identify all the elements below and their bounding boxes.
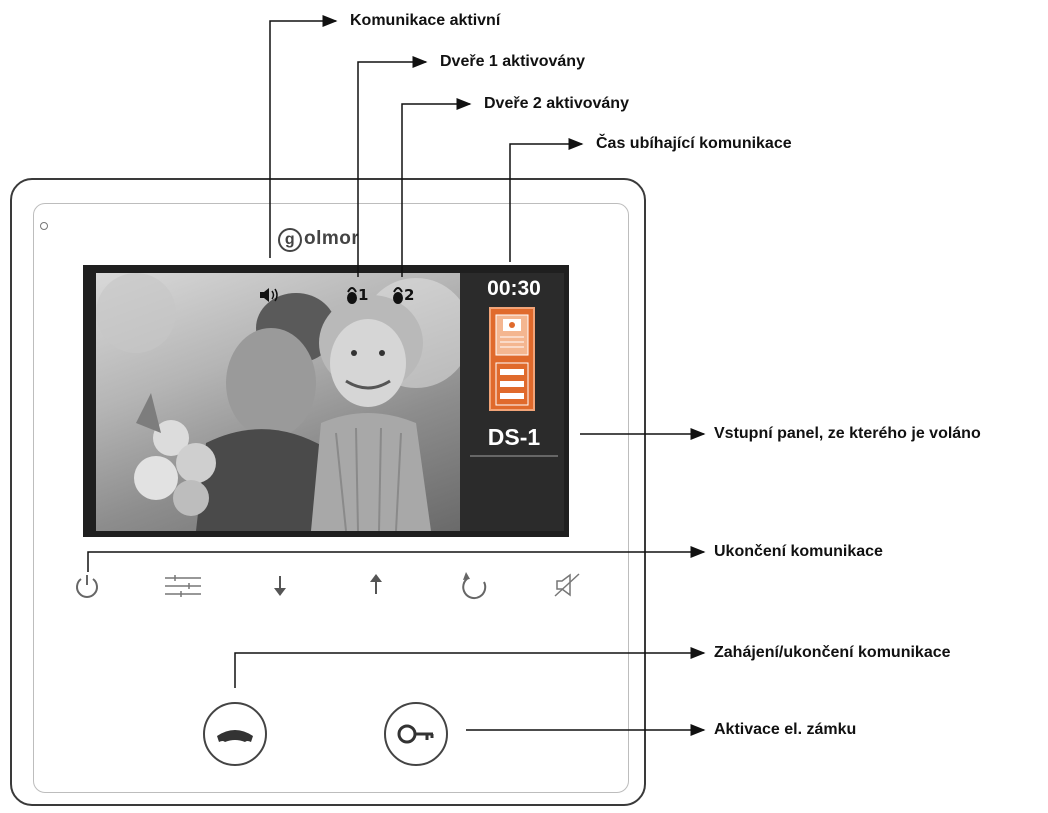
callout-communication-time: Čas ubíhající komunikace [596,135,792,152]
door2-icon: 2 [392,282,414,310]
door1-number: 1 [358,286,369,304]
camera-image-scene [96,273,460,531]
key-icon [397,724,434,744]
callout-line-door2 [401,98,472,277]
brand-initial: g [278,228,302,252]
door2-number: 2 [404,286,415,304]
power-icon[interactable] [72,570,102,604]
callout-calling-panel: Vstupní panel, ze kterého je voláno [714,425,981,442]
status-led [40,222,48,230]
handset-icon [217,730,253,742]
door2-icon-graphic [393,287,403,304]
refresh-icon-graphic [462,572,487,599]
mute-icon-graphic [554,573,580,597]
callout-door1-activated: Dveře 1 aktivovány [440,53,585,70]
callout-line-time [509,138,584,262]
arrow-down-icon-graphic [274,576,286,596]
monitor-face [33,203,629,793]
callout-line-communication-active [269,15,338,258]
call-timer: 00:30 [487,277,541,300]
panel-divider [470,455,558,457]
callout-end-communication: Ukončení komunikace [714,543,883,560]
refresh-icon[interactable] [458,570,492,608]
lock-button[interactable] [384,702,448,766]
door1-icon-graphic [347,287,357,304]
settings-sliders-icon-graphic [165,575,201,597]
callout-start-end-communication: Zahájení/ukončení komunikace [714,644,951,661]
door1-icon: 1 [346,282,368,310]
callout-door2-activated: Dveře 2 aktivovány [484,95,629,112]
calling-panel-name: DS-1 [487,424,541,450]
speaker-icon-graphic [260,288,278,302]
power-icon-graphic [76,575,98,598]
arrow-up-icon[interactable] [366,570,386,602]
callout-line-start-end [234,647,706,688]
door-panel-graphic [495,314,529,406]
speaker-icon [258,285,282,309]
camera-image [96,273,460,531]
door-panel-icon [489,307,535,411]
callout-line-door1 [357,56,428,277]
arrow-down-icon[interactable] [270,572,290,604]
mute-icon[interactable] [553,572,581,602]
callout-lock-activation: Aktivace el. zámku [714,721,857,738]
handset-button[interactable] [203,702,267,766]
callout-line-end [87,546,706,572]
arrow-up-icon-graphic [370,574,382,594]
brand-name: olmor [304,228,360,249]
settings-sliders-icon[interactable] [163,573,203,603]
callout-communication-active: Komunikace aktivní [350,12,501,29]
